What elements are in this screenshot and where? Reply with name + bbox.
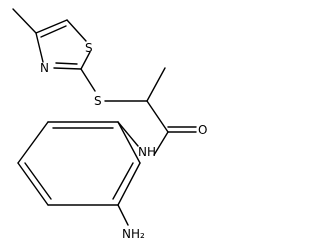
bond-c5-s1: [66, 19, 87, 42]
bond-ch-carbonyl: [146, 100, 169, 133]
nitrogen-ring-label: N: [40, 61, 49, 75]
bond-c4-c5: [35, 19, 68, 34]
molecule-structure-diagram: S N S O NH NH₂: [12, 8, 207, 241]
bond-s1-c2: [80, 51, 91, 70]
sulfur-ring-label: S: [85, 41, 93, 55]
sulfur-linker-label: S: [94, 94, 102, 108]
bond-ar-2-3: [17, 121, 49, 164]
amine-nh2-label: NH₂: [122, 227, 145, 241]
bond-c2-s-linker: [80, 68, 96, 92]
bond-n3-c4: [35, 32, 44, 63]
bond-ar-3-4-inner: [24, 162, 52, 200]
bond-carbonyl-nh: [153, 131, 169, 156]
bond-ar-5-6: [117, 162, 141, 206]
bond-ar-nh2: [117, 204, 129, 226]
bond-ch-methyl: [146, 67, 166, 102]
atom-labels: S N S O NH NH₂: [40, 41, 207, 241]
propanamide-chain: [80, 67, 197, 156]
oxygen-label: O: [198, 123, 207, 137]
bond-ar-3-4: [17, 162, 49, 206]
bond-nh-aryl: [117, 121, 139, 147]
benzene-ring: [17, 121, 141, 226]
bond-c2-n3: [53, 67, 82, 70]
bond-c2-n3-inner: [55, 62, 78, 65]
bond-ar-5-6-inner: [112, 162, 134, 200]
bond-methyl-c4: [12, 8, 37, 34]
bond-c4-c5-inner: [40, 25, 67, 38]
bond-ar-6-1: [117, 121, 141, 164]
thiazole-ring: [12, 8, 91, 70]
amide-nh-label: NH: [138, 145, 156, 159]
